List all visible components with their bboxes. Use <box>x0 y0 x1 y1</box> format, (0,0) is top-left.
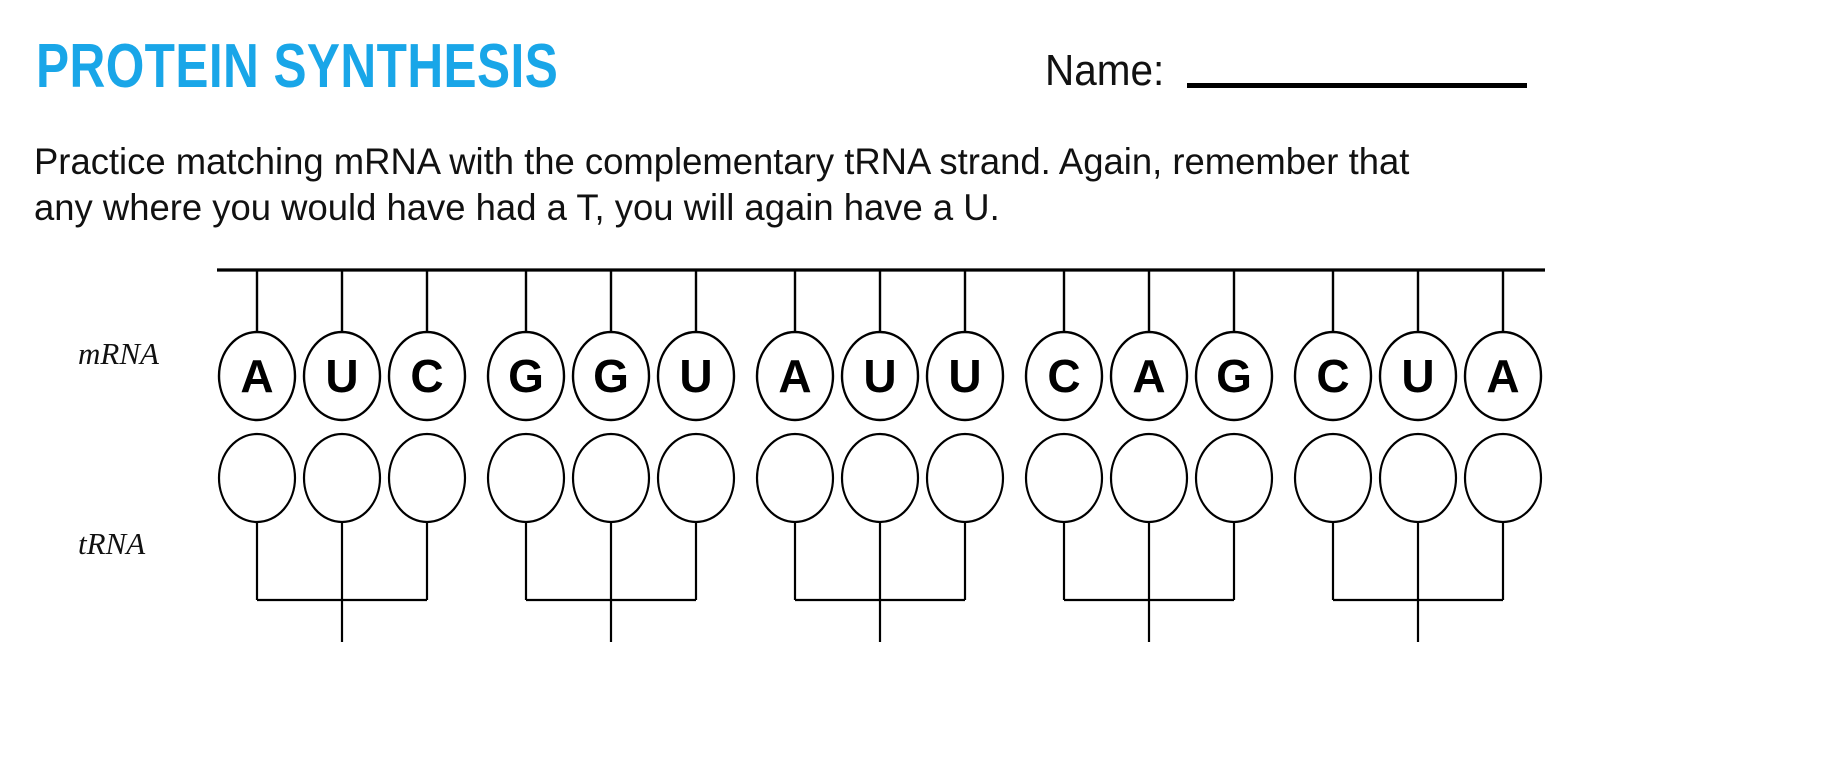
mrna-row-label: mRNA <box>78 336 159 371</box>
trna-circle-outline[interactable] <box>656 432 736 524</box>
mrna-circle-outline <box>1024 330 1104 422</box>
trna-base-circle-group <box>217 432 1543 524</box>
mrna-base-letter: U <box>1401 350 1434 402</box>
trna-base-slot[interactable] <box>1378 432 1458 524</box>
name-field-group: Name: <box>1045 48 1527 94</box>
mrna-circle-outline <box>755 330 835 422</box>
mrna-base-circle: U <box>656 330 736 422</box>
mrna-base-letter: U <box>948 350 981 402</box>
trna-circle-outline[interactable] <box>1463 432 1543 524</box>
trna-base-slot[interactable] <box>486 432 566 524</box>
mrna-base-letter: U <box>863 350 896 402</box>
trna-circle-outline[interactable] <box>840 432 920 524</box>
instructions-line-2: any where you would have had a T, you wi… <box>34 187 1000 228</box>
mrna-base-letter: C <box>1316 350 1349 402</box>
mrna-circle-outline <box>1463 330 1543 422</box>
trna-codon-connector-group <box>255 522 1505 642</box>
mrna-circle-outline <box>925 330 1005 422</box>
mrna-circle-outline <box>387 330 467 422</box>
mrna-circle-outline <box>840 330 920 422</box>
mrna-base-letter: C <box>410 350 443 402</box>
mrna-circle-outline <box>1109 330 1189 422</box>
mrna-circle-outline <box>1378 330 1458 422</box>
trna-circle-outline[interactable] <box>486 432 566 524</box>
mrna-base-circle: U <box>1378 330 1458 422</box>
trna-circle-outline[interactable] <box>571 432 651 524</box>
mrna-circle-outline <box>486 330 566 422</box>
mrna-base-letter: A <box>1486 350 1519 402</box>
mrna-base-circle: G <box>486 330 566 422</box>
trna-circle-outline[interactable] <box>755 432 835 524</box>
trna-circle-outline[interactable] <box>1378 432 1458 524</box>
mrna-base-letter: G <box>1216 350 1252 402</box>
trna-circle-outline[interactable] <box>1109 432 1189 524</box>
mrna-base-circle: A <box>1463 330 1543 422</box>
mrna-base-letter: G <box>508 350 544 402</box>
name-label: Name: <box>1045 46 1165 95</box>
mrna-base-circle: C <box>1024 330 1104 422</box>
trna-base-slot[interactable] <box>302 432 382 524</box>
mrna-base-circle: U <box>302 330 382 422</box>
trna-circle-outline[interactable] <box>1293 432 1373 524</box>
trna-base-slot[interactable] <box>1463 432 1543 524</box>
mrna-circle-outline <box>217 330 297 422</box>
mrna-circle-outline <box>1293 330 1373 422</box>
mrna-base-circle: A <box>217 330 297 422</box>
instructions-text: Practice matching mRNA with the compleme… <box>34 139 1804 231</box>
mrna-circle-outline <box>571 330 651 422</box>
trna-base-slot[interactable] <box>217 432 297 524</box>
mrna-circle-outline <box>302 330 382 422</box>
mrna-base-circle: C <box>1293 330 1373 422</box>
mrna-base-letter: U <box>679 350 712 402</box>
instructions-line-1: Practice matching mRNA with the compleme… <box>34 141 1410 182</box>
trna-base-slot[interactable] <box>1293 432 1373 524</box>
trna-circle-outline[interactable] <box>387 432 467 524</box>
mrna-base-circle: A <box>755 330 835 422</box>
trna-circle-outline[interactable] <box>1194 432 1274 524</box>
mrna-base-circle: G <box>1194 330 1274 422</box>
mrna-base-circle: U <box>840 330 920 422</box>
mrna-base-circle: C <box>387 330 467 422</box>
trna-base-slot[interactable] <box>571 432 651 524</box>
mrna-base-letter: U <box>325 350 358 402</box>
name-input-line[interactable] <box>1186 83 1527 88</box>
mrna-base-circle: U <box>925 330 1005 422</box>
mrna-circle-outline <box>1194 330 1274 422</box>
trna-base-slot[interactable] <box>1024 432 1104 524</box>
trna-base-slot[interactable] <box>1194 432 1274 524</box>
trna-base-slot[interactable] <box>840 432 920 524</box>
trna-base-slot[interactable] <box>755 432 835 524</box>
worksheet-header: PROTEIN SYNTHESIS Name: <box>0 0 1829 120</box>
trna-circle-outline[interactable] <box>217 432 297 524</box>
trna-row-label: tRNA <box>78 526 146 561</box>
trna-circle-outline[interactable] <box>1024 432 1104 524</box>
mrna-stem-group <box>255 270 1505 334</box>
page-title: PROTEIN SYNTHESIS <box>36 32 559 101</box>
trna-circle-outline[interactable] <box>302 432 382 524</box>
mrna-base-letter: G <box>593 350 629 402</box>
mrna-base-letter: A <box>778 350 811 402</box>
mrna-base-letter: A <box>1132 350 1165 402</box>
mrna-base-circle: A <box>1109 330 1189 422</box>
mrna-base-letter: C <box>1047 350 1080 402</box>
trna-base-slot[interactable] <box>1109 432 1189 524</box>
trna-base-slot[interactable] <box>656 432 736 524</box>
mrna-base-circle: G <box>571 330 651 422</box>
trna-base-slot[interactable] <box>387 432 467 524</box>
trna-circle-outline[interactable] <box>925 432 1005 524</box>
trna-base-slot[interactable] <box>925 432 1005 524</box>
mrna-base-letter: A <box>240 350 273 402</box>
mrna-circle-outline <box>656 330 736 422</box>
